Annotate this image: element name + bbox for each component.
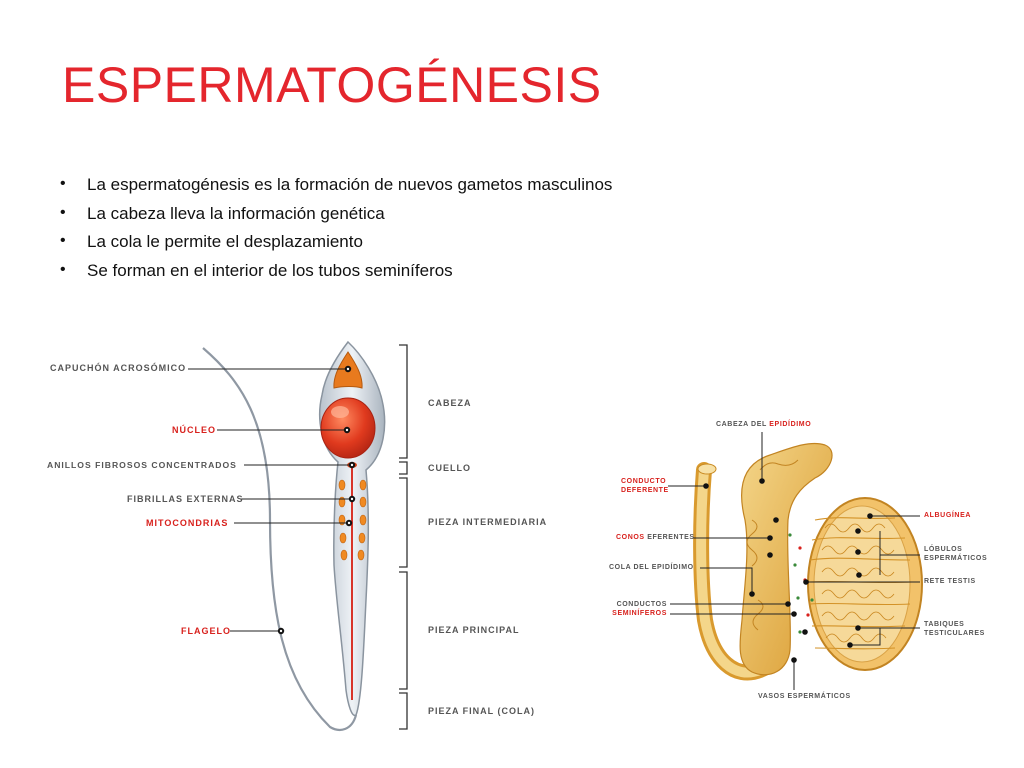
epididymis xyxy=(739,442,833,676)
label-vas-deferens: CONDUCTO DEFERENTE xyxy=(621,478,669,494)
label-mitochondria: MITOCONDRIAS xyxy=(146,518,229,528)
label-principal: PIEZA PRINCIPAL xyxy=(428,625,520,635)
label-efferent-cones: CONOS EFERENTES xyxy=(616,534,695,541)
label-midpiece: PIEZA INTERMEDIARIA xyxy=(428,517,548,527)
label-acrosome: CAPUCHÓN ACROSÓMICO xyxy=(50,363,187,373)
slide-title: ESPERMATOGÉNESIS xyxy=(62,57,602,113)
flagellum-trail xyxy=(202,347,358,731)
bullet-item: La cabeza lleva la información genética xyxy=(60,204,612,233)
label-neck: CUELLO xyxy=(428,463,471,473)
bullet-item: Se forman en el interior de los tubos se… xyxy=(60,261,612,290)
label-seminiferous-ducts: CONDUCTOS SEMINÍFEROS xyxy=(612,601,667,617)
label-tunica-albuginea: ALBUGÍNEA xyxy=(924,512,972,519)
label-fibrils: FIBRILLAS EXTERNAS xyxy=(127,494,244,504)
label-septa: TABIQUES TESTICULARES xyxy=(924,621,985,637)
label-flagellum: FLAGELO xyxy=(181,626,231,636)
label-endpiece: PIEZA FINAL (COLA) xyxy=(428,706,535,716)
label-nucleus: NÚCLEO xyxy=(172,425,216,435)
section-brackets xyxy=(399,344,408,730)
bullet-list: La espermatogénesis es la formación de n… xyxy=(60,175,612,289)
label-rete-testis: RETE TESTIS xyxy=(924,578,976,585)
bullet-item: La cola le permite el desplazamiento xyxy=(60,232,612,261)
label-epididymis-head: CABEZA DEL EPIDÍDIMO xyxy=(716,421,812,428)
label-rings: ANILLOS FIBROSOS CONCENTRADOS xyxy=(47,460,237,470)
label-epididymis-tail: COLA DEL EPIDÍDIMO xyxy=(609,564,694,571)
bullet-item: La espermatogénesis es la formación de n… xyxy=(60,175,612,204)
label-lobules: LÓBULOS ESPERMÁTICOS xyxy=(924,546,988,562)
label-head: CABEZA xyxy=(428,398,472,408)
label-vessels: VASOS ESPERMÁTICOS xyxy=(758,693,851,700)
